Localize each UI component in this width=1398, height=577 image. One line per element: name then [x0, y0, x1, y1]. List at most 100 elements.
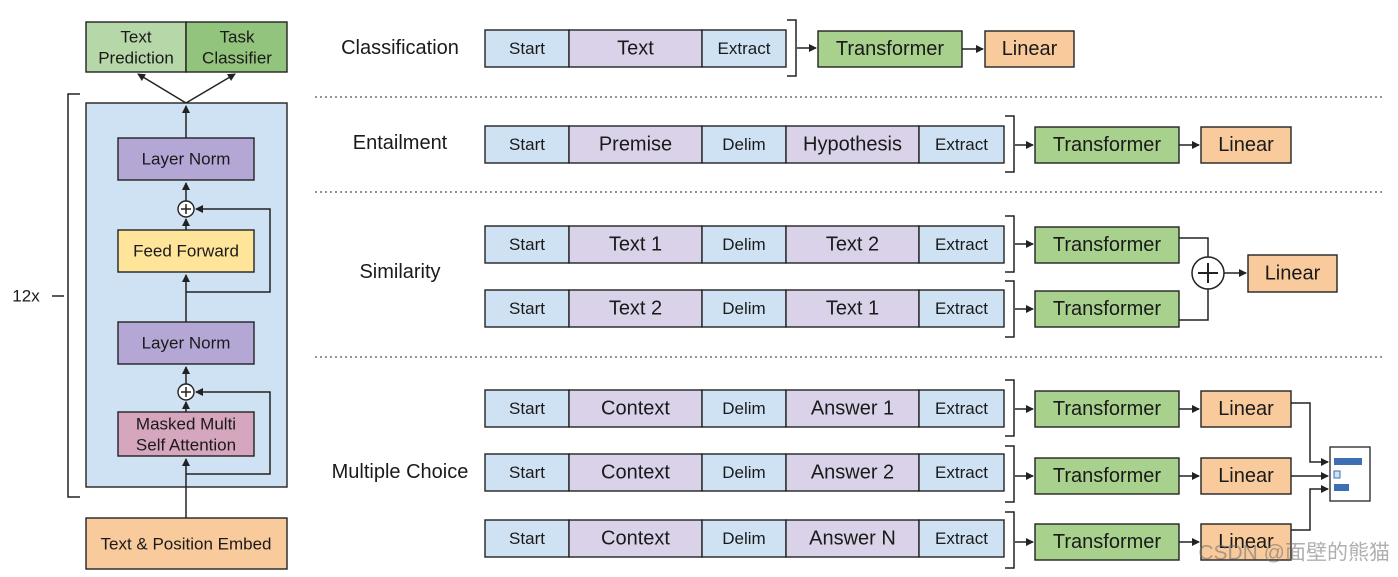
transformer-label: Transformer — [1053, 298, 1162, 320]
transformer-label: Transformer — [1053, 465, 1162, 487]
token-label: Text 2 — [609, 298, 662, 320]
token-context — [568, 519, 703, 558]
watermark: CSDN @面壁的熊猫 — [1198, 542, 1390, 565]
input-bracket — [1005, 511, 1015, 569]
arrow-to-text-prediction — [137, 73, 187, 104]
feed-forward-label: Feed Forward — [133, 242, 239, 261]
token-label: Text 1 — [826, 298, 879, 320]
token-extract — [918, 225, 1005, 264]
arrow-to-task-classifier — [185, 73, 236, 104]
task-label-similarity: Similarity — [359, 261, 440, 283]
text-position-embed — [85, 517, 288, 570]
linear-box — [1200, 126, 1292, 164]
task-classification: Classification Start Text Extract Transf… — [341, 19, 1075, 77]
token-answer-n — [785, 519, 920, 558]
token-label: Delim — [722, 399, 765, 418]
transformer-box — [1034, 126, 1180, 164]
embed-label: Text & Position Embed — [100, 535, 271, 554]
token-start — [484, 289, 570, 328]
connector-to-softmax — [1291, 402, 1329, 466]
transformer-box — [1034, 390, 1180, 428]
token-delim — [701, 519, 787, 558]
task-classifier-label-1: Task — [220, 28, 255, 47]
text-prediction-label-1: Text — [120, 28, 151, 47]
token-label: Answer N — [809, 528, 896, 550]
token-label: Extract — [935, 399, 988, 418]
task-label-multiple-choice: Multiple Choice — [332, 461, 469, 483]
input-bracket — [1005, 280, 1015, 338]
task-similarity: Similarity Start Text 1 Delim Text 2 Ext… — [359, 215, 1338, 338]
plus-circle-icon — [1191, 256, 1225, 290]
token-label: Delim — [722, 529, 765, 548]
connector-to-sum — [1179, 289, 1209, 321]
token-label: Extract — [718, 39, 771, 58]
transformer-label: Transformer — [836, 38, 945, 60]
token-delim — [701, 225, 787, 264]
token-answer-2 — [785, 453, 920, 492]
residual-connection-top — [186, 205, 271, 293]
token-start — [484, 125, 570, 164]
linear-label: Linear — [1002, 38, 1058, 60]
token-label: Context — [601, 398, 670, 420]
linear-label: Linear — [1218, 398, 1274, 420]
token-text-1 — [568, 225, 703, 264]
text-prediction-label-2: Prediction — [98, 49, 174, 68]
transformer-label: Transformer — [1053, 398, 1162, 420]
token-label: Text 1 — [609, 234, 662, 256]
task-multiple-choice: Multiple Choice Start Context Delim Answ… — [332, 379, 1371, 569]
token-extract — [918, 389, 1005, 428]
transformer-label: Transformer — [1053, 134, 1162, 156]
token-start — [484, 519, 570, 558]
layer-norm-top — [117, 137, 255, 181]
token-extract — [701, 29, 787, 68]
residual-connection-bottom — [186, 388, 271, 475]
linear-box — [984, 30, 1075, 68]
token-label: Delim — [722, 135, 765, 154]
token-label: Text — [617, 38, 654, 60]
token-label: Delim — [722, 235, 765, 254]
token-text — [568, 29, 703, 68]
token-label: Start — [509, 529, 545, 548]
token-start — [484, 225, 570, 264]
linear-box — [1200, 390, 1292, 428]
token-start — [484, 389, 570, 428]
token-label: Premise — [599, 134, 672, 156]
linear-box — [1200, 523, 1292, 561]
linear-label: Linear — [1218, 531, 1274, 553]
transformer-label: Transformer — [1053, 234, 1162, 256]
token-label: Start — [509, 135, 545, 154]
token-label: Hypothesis — [803, 134, 902, 156]
repeat-bracket — [67, 93, 80, 498]
token-start — [484, 453, 570, 492]
softmax-icon — [1329, 446, 1371, 502]
repeat-count: 12x — [12, 287, 40, 306]
token-label: Extract — [935, 299, 988, 318]
transformer-box — [1034, 226, 1180, 264]
masked-self-attention — [117, 411, 255, 457]
token-label: Start — [509, 39, 545, 58]
token-extract — [918, 125, 1005, 164]
task-label-classification: Classification — [341, 37, 459, 59]
linear-label: Linear — [1218, 465, 1274, 487]
token-label: Delim — [722, 463, 765, 482]
token-label: Extract — [935, 529, 988, 548]
layer-norm-top-label: Layer Norm — [142, 150, 231, 169]
connector-to-softmax — [1291, 485, 1329, 531]
plus-circle-icon — [177, 383, 195, 401]
layer-norm-bottom-label: Layer Norm — [142, 334, 231, 353]
token-premise — [568, 125, 703, 164]
attention-label-1: Masked Multi — [136, 415, 236, 434]
token-label: Text 2 — [826, 234, 879, 256]
token-start — [484, 29, 570, 68]
token-label: Context — [601, 528, 670, 550]
token-extract — [918, 453, 1005, 492]
linear-box — [1200, 457, 1292, 495]
token-label: Delim — [722, 299, 765, 318]
token-label: Context — [601, 462, 670, 484]
token-label: Extract — [935, 235, 988, 254]
transformer-label: Transformer — [1053, 531, 1162, 553]
input-bracket — [787, 19, 797, 77]
token-extract — [918, 289, 1005, 328]
token-label: Extract — [935, 463, 988, 482]
